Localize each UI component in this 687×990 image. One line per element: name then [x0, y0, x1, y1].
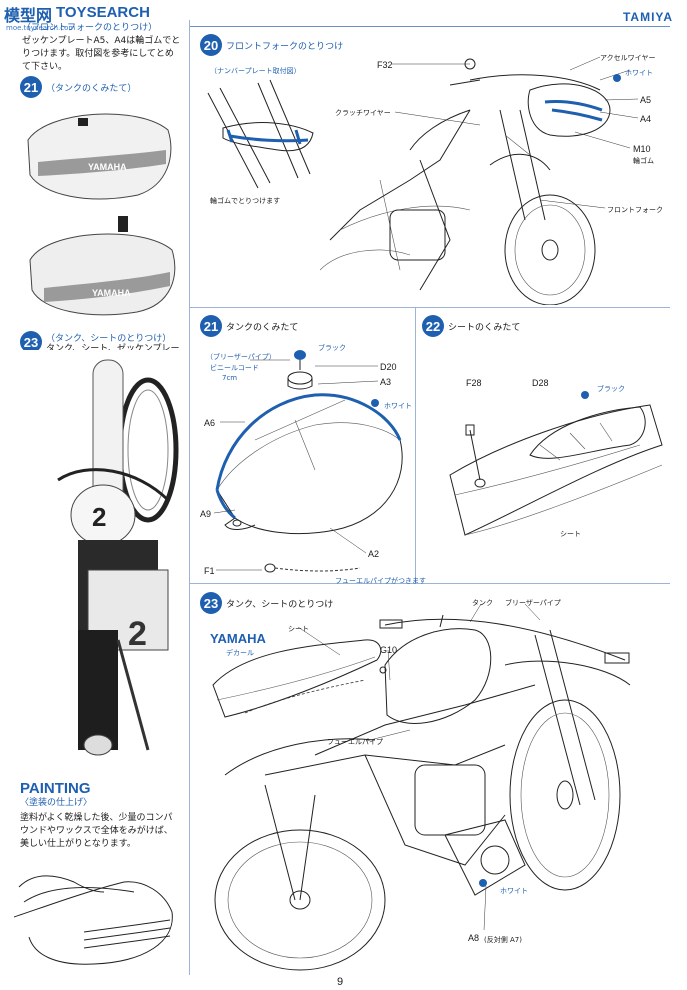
label-f32: F32	[377, 60, 393, 70]
step20-number: 20	[200, 34, 222, 56]
label-fuel-pipe: フューエルパイプ	[327, 738, 383, 746]
label-decal: デカール	[226, 649, 254, 657]
label-seat-22: シート	[560, 530, 581, 538]
svg-text:YAMAHA: YAMAHA	[92, 288, 131, 298]
painting-text: 塗料がよく乾燥した後、少量のコンパウンドやワックスで全体をみがけば、美しい仕上が…	[20, 813, 173, 849]
watermark-url: moe.toysearch.com	[6, 24, 76, 32]
painting-subtitle: 〈塗装の仕上げ〉	[20, 798, 93, 808]
step21-tank-drawing	[215, 350, 403, 573]
label-a2: A2	[368, 549, 380, 559]
label-m10: M10	[633, 144, 651, 154]
label-breather-21: （ブリーザーパイプ）	[206, 353, 276, 361]
painting-illustration	[14, 875, 173, 965]
step20-inset-title: （ナンバープレート取付図）	[210, 67, 301, 75]
step20-inset-drawing	[207, 79, 314, 189]
motorcycle-photo: 2 2	[18, 350, 183, 770]
svg-text:2: 2	[92, 502, 106, 532]
label-a8: A8	[468, 933, 480, 943]
step22-number: 22	[422, 315, 444, 337]
label-a9: A9	[200, 509, 212, 519]
photo21-title: （タンクのくみたて）	[46, 84, 137, 94]
header-rule	[190, 26, 670, 27]
label-tank-23: タンク	[472, 599, 493, 607]
photo23-number: 23	[20, 331, 42, 353]
label-rubber: 輪ゴム	[633, 157, 654, 165]
step20-title: フロントフォークのとりつけ	[226, 42, 344, 52]
label-length: 7cm	[222, 374, 238, 382]
label-d20: D20	[380, 362, 397, 372]
painting-heading: PAINTING	[20, 780, 91, 797]
label-f28: F28	[466, 378, 482, 388]
section-divider-2	[415, 308, 416, 583]
label-accel-wire: アクセルワイヤー	[600, 54, 656, 62]
section-divider-1	[190, 307, 670, 308]
intro-text: ゼッケンプレートA5、A4は輪ゴムでとりつけます。取付図を参考にしてとめて下さい…	[22, 36, 181, 72]
tank-photo-2: YAMAHA	[29, 216, 176, 316]
label-clutch-wire: クラッチワイヤー	[335, 109, 391, 117]
column-divider	[189, 20, 190, 975]
label-vinyl-cord: ビニールコード	[210, 364, 259, 372]
step20-inset-note: 輪ゴムでとりつけます	[210, 197, 281, 205]
step20-leaders	[392, 56, 639, 209]
label-g10: G10	[380, 645, 398, 655]
label-black-22: ブラック	[597, 385, 625, 393]
step21-number: 21	[200, 315, 222, 337]
label-a4: A4	[640, 114, 652, 124]
section-divider-3	[190, 583, 670, 584]
step21-title: タンクのくみたて	[226, 323, 299, 333]
label-black-21: ブラック	[318, 344, 346, 352]
step23-bike-drawing	[212, 614, 631, 971]
label-white-23: ホワイト	[500, 887, 528, 895]
label-a3: A3	[380, 377, 392, 387]
label-f1: F1	[204, 566, 215, 576]
label-d28: D28	[532, 378, 549, 388]
step20-bike-front-drawing	[320, 58, 611, 305]
step22-seat-drawing	[449, 391, 663, 536]
svg-text:YAMAHA: YAMAHA	[88, 162, 127, 172]
header-brand: TAMIYA	[622, 10, 673, 24]
label-breather-23: ブリーザーパイプ	[505, 599, 561, 607]
intro-title: （フロントフォークのとりつけ）	[22, 23, 158, 33]
label-seat-23: シート	[288, 625, 309, 633]
label-a6: A6	[204, 418, 216, 428]
step22-title: シートのくみたて	[448, 323, 521, 333]
label-fuel-note: フューエルパイプがつきます	[335, 577, 426, 585]
label-yamaha-decal: YAMAHA	[210, 631, 266, 646]
svg-text:2: 2	[128, 615, 147, 653]
step23-title: タンク、シートのとりつけ	[226, 600, 334, 610]
tank-photo-1: YAMAHA	[27, 113, 172, 200]
label-front-fork: フロントフォーク	[607, 206, 663, 214]
photo23-title: （タンク、シートのとりつけ）	[46, 334, 172, 344]
watermark-brand: TOYSEARCH	[56, 4, 150, 21]
watermark-logo: 模型网 TOYSEARCH moe.toysearch.com	[4, 2, 164, 36]
label-a5: A5	[640, 95, 652, 105]
photo21-number: 21	[20, 76, 42, 98]
page-number: 9	[337, 976, 344, 988]
step21-leaders	[213, 359, 379, 571]
step23-leaders	[297, 603, 541, 931]
label-white-20: ホワイト	[625, 69, 653, 77]
label-white-21: ホワイト	[384, 402, 412, 410]
watermark-sub: 模型网	[4, 6, 53, 25]
label-a7: (反対側 A7)	[484, 936, 522, 944]
step23-number: 23	[200, 592, 222, 614]
